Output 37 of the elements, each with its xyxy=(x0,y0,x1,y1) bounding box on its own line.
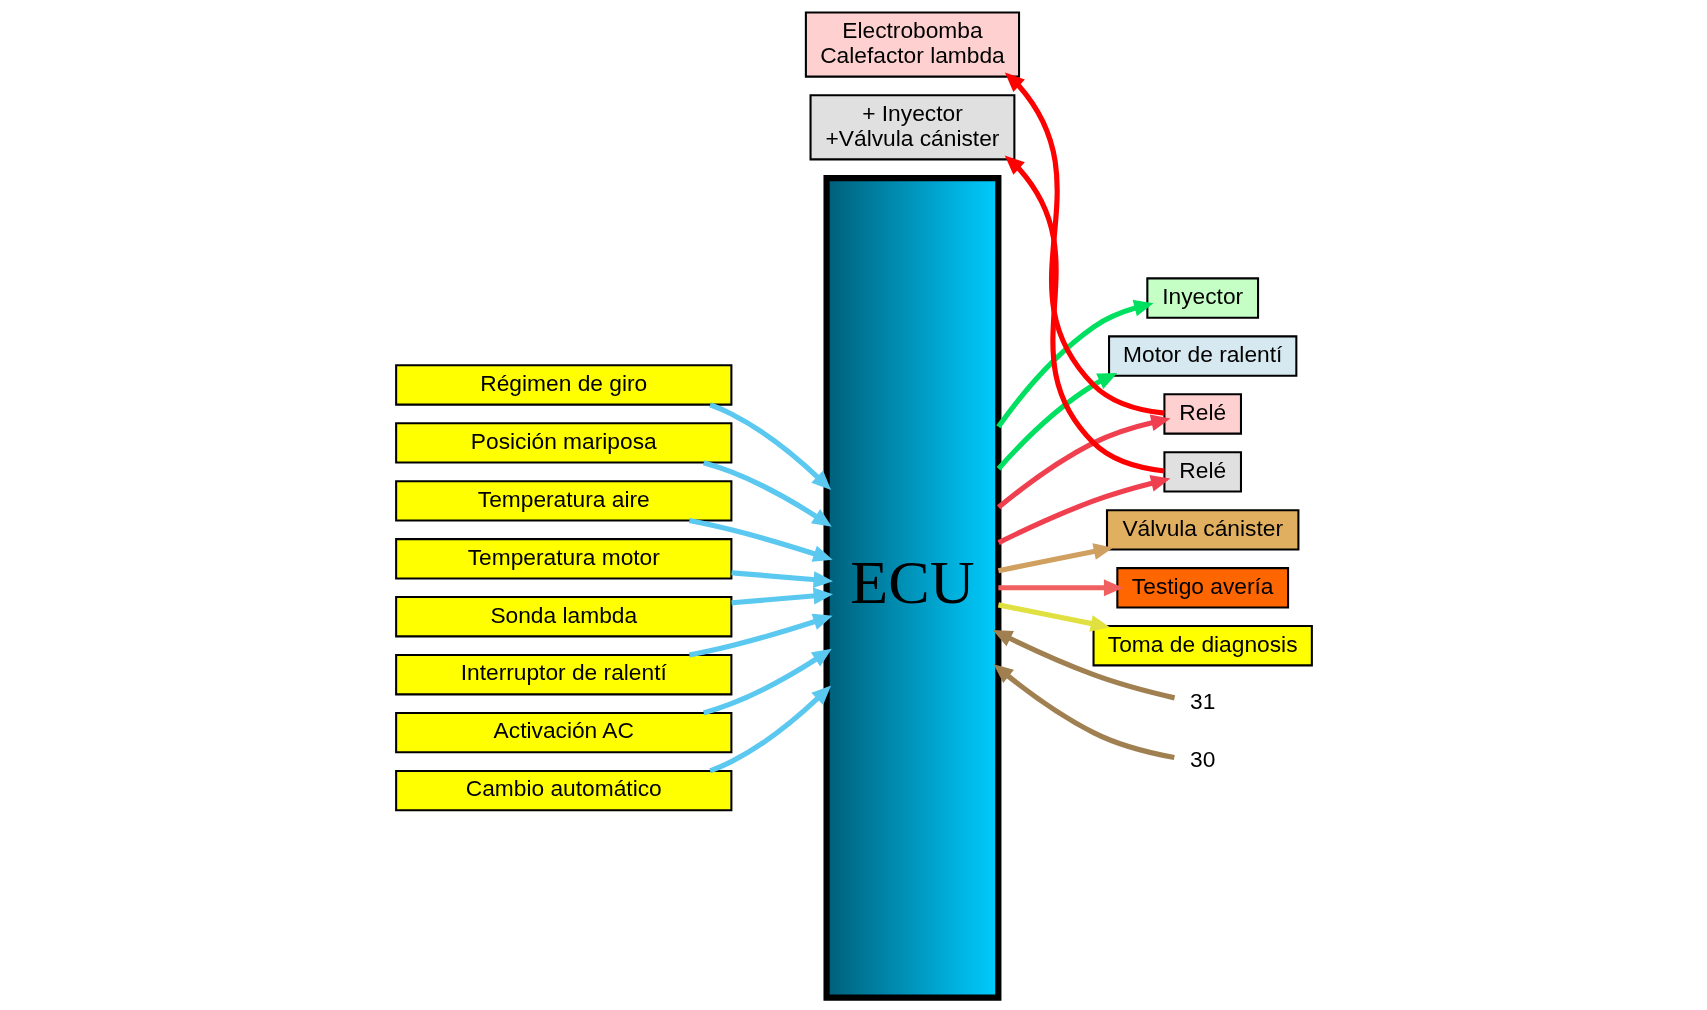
arrow xyxy=(708,685,831,774)
node-box: Temperatura motor xyxy=(394,538,732,580)
arrow xyxy=(730,587,833,606)
arrow xyxy=(997,579,1123,597)
arrow xyxy=(730,570,833,589)
node-box: Testigo avería xyxy=(1115,567,1289,609)
arrow xyxy=(996,414,1171,510)
node-box: Temperatura aire xyxy=(394,480,732,522)
node-box: Motor de ralentí xyxy=(1107,335,1297,377)
arrow xyxy=(993,664,1175,761)
arrow xyxy=(702,648,832,716)
node-box: + Inyector +Válvula cánister xyxy=(809,94,1015,161)
arrow xyxy=(997,543,1113,574)
node-box: Sonda lambda xyxy=(394,596,732,638)
node-text: 31 xyxy=(1189,688,1215,715)
arrow xyxy=(702,460,832,527)
node-box: ECU xyxy=(822,174,1001,1001)
node-box: Toma de diagnosis xyxy=(1092,625,1313,667)
node-box: Relé xyxy=(1162,451,1242,493)
arrow xyxy=(1004,72,1165,416)
node-box: Régimen de giro xyxy=(394,364,732,406)
node-box: Cambio automático xyxy=(394,769,732,812)
arrow xyxy=(996,475,1170,545)
node-box: Activación AC xyxy=(394,711,732,754)
arrow xyxy=(992,630,1175,701)
node-box: Posición mariposa xyxy=(394,422,732,464)
node-box: Válvula cánister xyxy=(1105,509,1299,551)
arrow xyxy=(996,373,1117,471)
arrow xyxy=(997,602,1110,632)
node-text: 30 xyxy=(1189,746,1215,773)
arrow xyxy=(995,299,1154,429)
node-box: Relé xyxy=(1162,393,1242,435)
node-box: Electrobomba Calefactor lambda xyxy=(804,11,1020,78)
arrow xyxy=(1004,155,1165,474)
node-box: Inyector xyxy=(1145,277,1259,319)
node-box: Interruptor de ralentí xyxy=(394,654,732,696)
arrow xyxy=(708,402,831,491)
